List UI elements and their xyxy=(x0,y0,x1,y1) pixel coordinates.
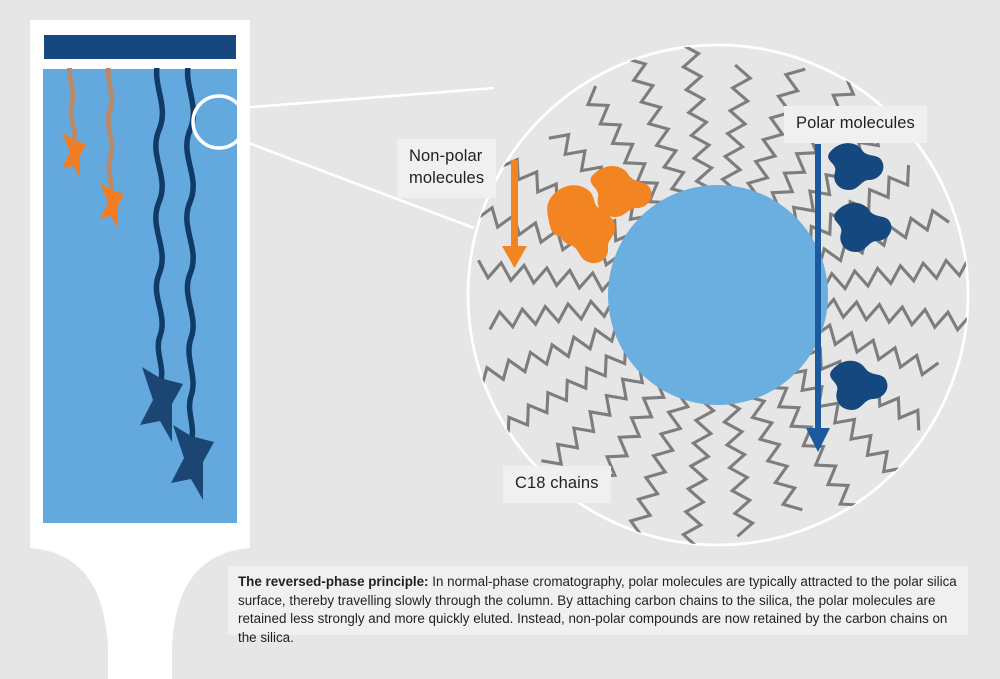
c18-chain xyxy=(820,257,968,293)
c18-chain xyxy=(678,45,716,193)
c18-chain xyxy=(766,385,863,525)
c18-chain xyxy=(785,368,904,474)
nonpolar-track-1 xyxy=(67,68,77,148)
c18-chain xyxy=(488,297,616,331)
c18-chain xyxy=(592,378,666,496)
caption-panel xyxy=(228,566,968,635)
c18-chain xyxy=(719,63,753,194)
nonpolar-track-2 xyxy=(105,68,115,199)
label-polar-molecules: Polar molecules xyxy=(784,106,927,143)
magnifier-ring xyxy=(191,94,247,150)
polar-arrowhead-1 xyxy=(140,367,183,442)
polar-track-1 xyxy=(153,68,166,387)
label-nonpolar-molecules: Non-polar molecules xyxy=(397,139,497,198)
polar-molecules xyxy=(828,143,892,410)
c18-chain xyxy=(745,67,806,201)
c18-chain xyxy=(585,85,670,205)
nonpolar-flow-arrow xyxy=(502,160,527,268)
polar-molecule-1 xyxy=(828,143,884,190)
nonpolar-arrowhead-2 xyxy=(100,182,124,229)
polar-flow-arrow xyxy=(806,144,830,452)
caption-body: In normal-phase cromatography, polar mol… xyxy=(238,574,957,645)
caption: The reversed-phase principle: In normal-… xyxy=(238,573,960,647)
c18-chain xyxy=(812,322,940,378)
c18-chain xyxy=(744,394,803,512)
nonpolar-molecules xyxy=(547,166,652,264)
nonpolar-molecule-3 xyxy=(559,214,616,264)
c18-chain xyxy=(817,208,950,269)
c18-chain xyxy=(625,57,692,196)
column-funnel xyxy=(30,520,250,679)
label-c18-chains: C18 chains xyxy=(503,466,611,503)
lens-boundary-circle xyxy=(466,43,970,547)
polar-molecule-3 xyxy=(830,360,888,410)
c18-chain xyxy=(477,259,617,294)
c18-chain xyxy=(468,321,619,390)
silica-particle xyxy=(608,185,828,405)
c18-chain xyxy=(506,343,628,438)
nonpolar-arrowhead-1 xyxy=(62,132,86,178)
polar-molecule-2 xyxy=(834,202,892,252)
polar-arrowhead-2 xyxy=(171,425,214,500)
column-tracks xyxy=(62,68,214,500)
c18-chain xyxy=(770,75,856,212)
magnifier-connectors xyxy=(239,86,495,230)
column-header-bar xyxy=(44,35,236,59)
caption-lead: The reversed-phase principle: xyxy=(238,574,429,589)
c18-chain xyxy=(680,396,717,545)
lens-contents xyxy=(468,45,968,545)
column-packing xyxy=(42,68,238,524)
c18-chain xyxy=(720,397,756,538)
c18-chain xyxy=(622,389,691,545)
c18-chain xyxy=(819,296,968,333)
nonpolar-molecule-2 xyxy=(590,166,652,218)
c18-chain xyxy=(541,362,645,467)
polar-track-2 xyxy=(184,68,197,445)
